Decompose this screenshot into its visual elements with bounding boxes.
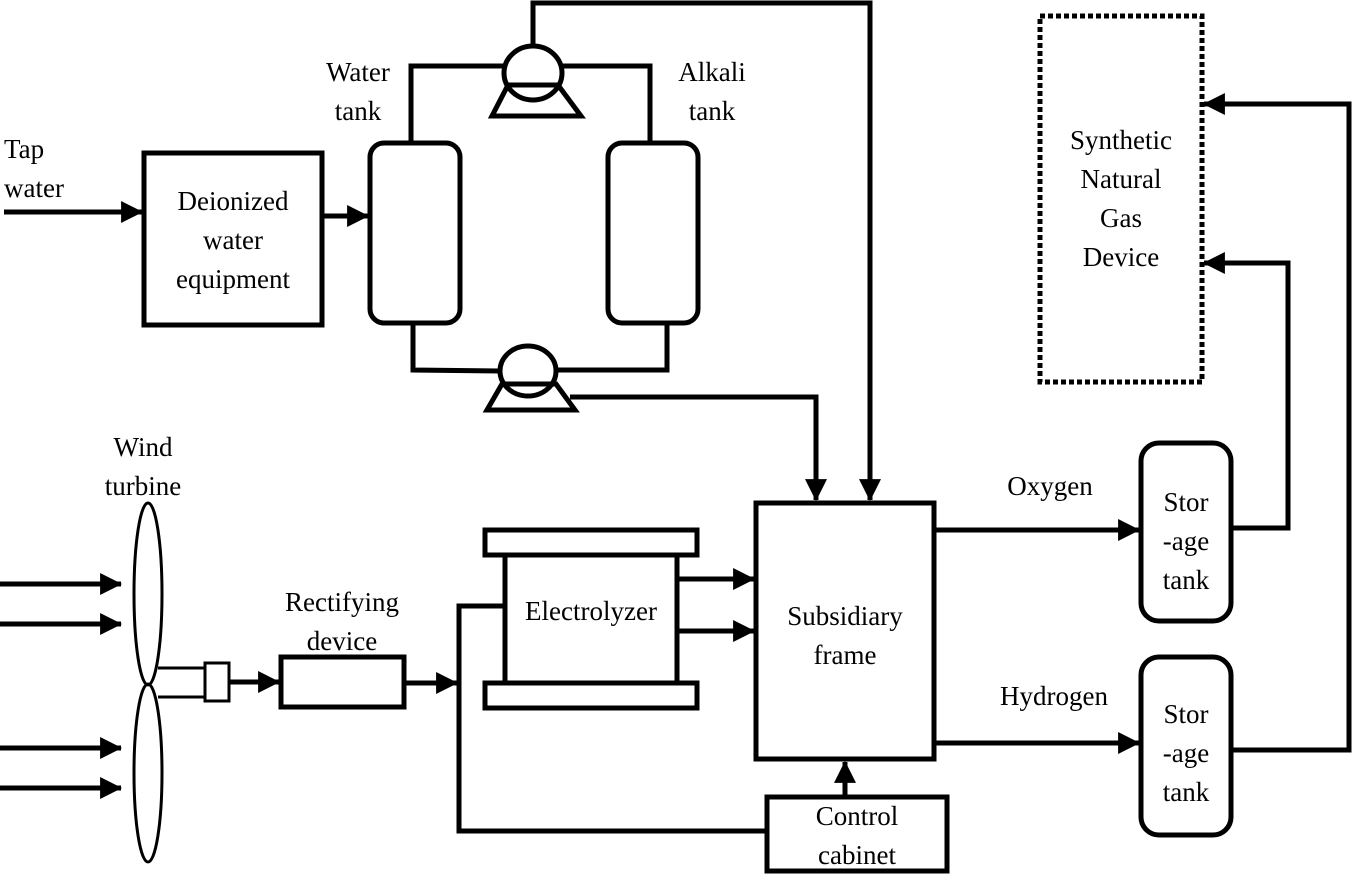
wind-turbine-icon [132,501,231,864]
electrolyzer-label: Electrolyzer [525,596,657,626]
tap-water-label: Tap water [4,134,64,203]
edge-hydrogen-tank-to-sng [1202,93,1352,753]
subsidiary-frame-box [753,500,937,762]
synthetic-natural-gas-device-label: Synthetic Natural Gas Device [1070,125,1172,272]
alkali-tank-label: Alkali tank [678,57,746,126]
deionized-water-equipment-box [141,150,325,328]
edge-pump-bottom-to-frame [570,394,827,502]
synthetic-natural-gas-device-box [1037,13,1205,385]
pump-top-icon [487,43,586,119]
hydrogen-storage-tank-vessel [1138,654,1234,838]
deionized-water-equipment-label: Deionized water equipment [176,186,290,294]
pipe-alkali-tank-top [562,63,653,143]
electrolyzer-icon [482,527,700,711]
edge-oxygen-tank-to-sng [1202,252,1291,531]
oxygen-storage-tank-label: Stor -age tank [1162,487,1210,595]
control-cabinet-label: Control cabinet [815,801,899,870]
pump-bottom-icon [482,343,580,413]
oxygen-storage-tank-vessel [1138,440,1234,624]
water-tank-label: Water tank [326,57,390,126]
hydrogen-label: Hydrogen [1000,681,1108,711]
alkali-tank-vessel [605,140,701,326]
rectifying-device-label: Rectifying device [285,587,399,656]
water-tank-vessel [367,140,463,326]
pipe-water-tank-bottom [410,323,501,374]
edge-control-to-electrolyzer [456,603,767,834]
pipe-alkali-tank-bottom [558,323,670,373]
oxygen-label: Oxygen [1007,471,1093,501]
rectifying-device-box [278,654,407,710]
wind-turbine-label: Wind turbine [104,432,182,501]
hydrogen-storage-tank-label: Stor -age tank [1162,699,1210,807]
control-cabinet-box [764,794,950,874]
pipe-water-tank-top [408,63,504,143]
subsidiary-frame-label: Subsidiary frame [787,601,903,670]
edge-pump-top-to-frame [530,0,881,502]
